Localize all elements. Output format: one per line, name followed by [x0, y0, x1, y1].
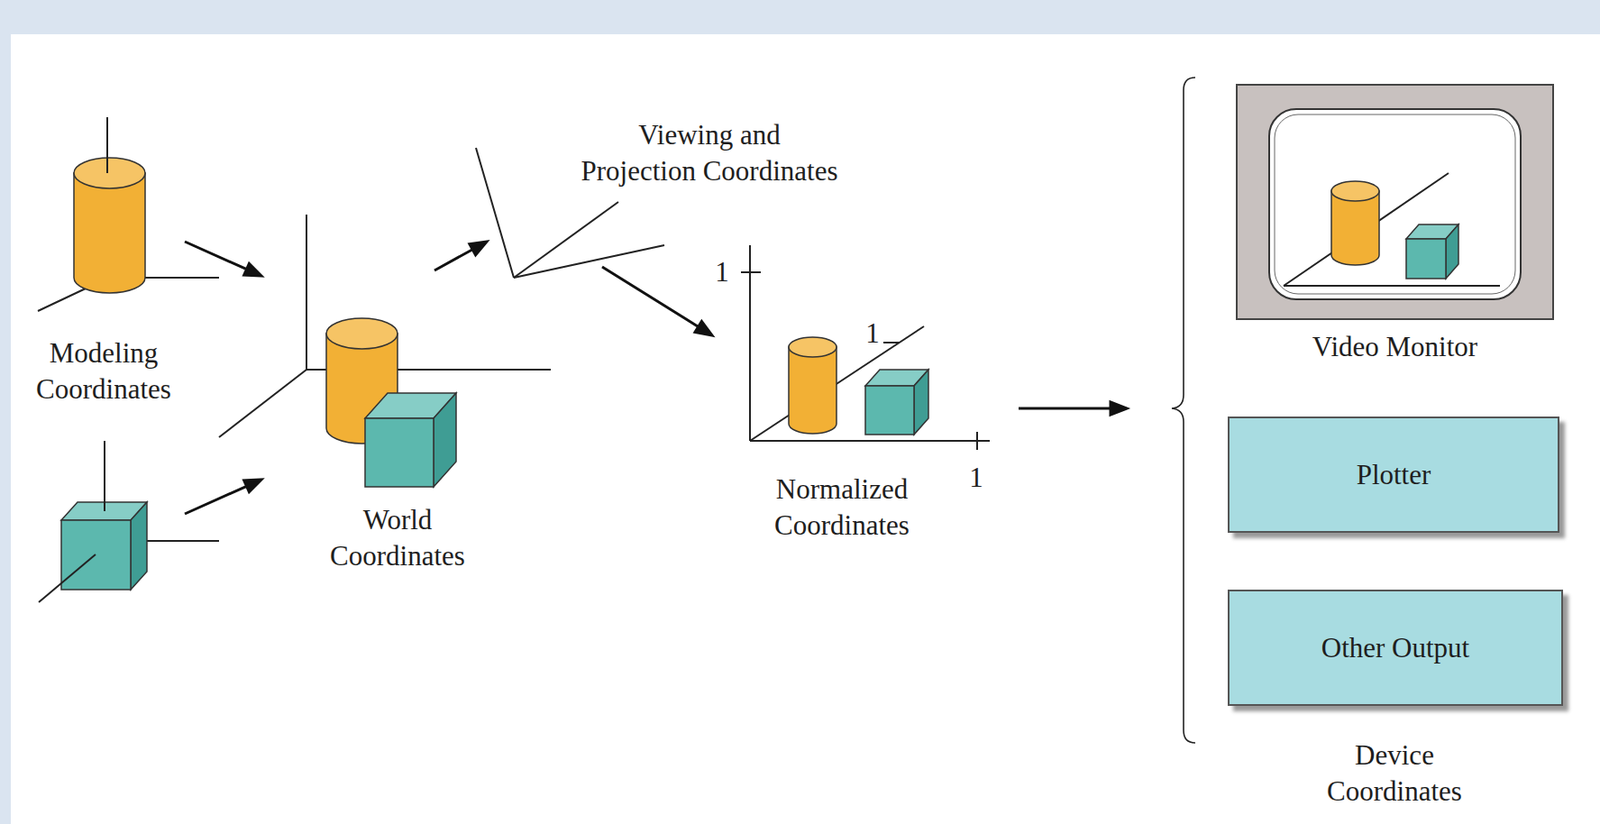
normalized-scene	[740, 245, 990, 450]
axis-tick-label: 1	[962, 459, 990, 496]
stage-caption: Modeling Coordinates	[22, 335, 185, 408]
page-panel	[10, 34, 1600, 824]
stage-caption: Normalized Coordinates	[751, 471, 933, 544]
device-group: Device Coordinates Video MonitorPlotterOt…	[1126, 72, 1578, 812]
modeling-cylinder	[37, 117, 220, 311]
flow-arrow	[184, 479, 262, 514]
stage-group: Viewing and Projection Coordinates	[486, 103, 866, 267]
bracket	[1171, 77, 1196, 743]
device-item: Video Monitor	[1230, 81, 1560, 370]
axis-tick-label: 1	[708, 254, 736, 291]
box-label: Plotter	[1356, 457, 1432, 494]
monitor-picture	[1236, 84, 1554, 320]
box-label: Other Output	[1321, 630, 1470, 667]
stage-group: Modeling Coordinates	[22, 112, 185, 622]
axis-tick-label: 1	[859, 315, 887, 352]
flow-arrow	[184, 241, 262, 276]
device-box: Plotter	[1227, 416, 1560, 533]
stage-group: Normalized Coordinates	[712, 229, 1019, 546]
stage-caption: Video Monitor	[1230, 329, 1560, 366]
stage-caption: Device Coordinates	[1304, 737, 1485, 810]
device-box: Other Output	[1227, 589, 1564, 706]
flow-arrow	[434, 241, 487, 271]
flow-arrow	[602, 266, 713, 336]
stage-caption: World Coordinates	[307, 502, 488, 575]
stage-group: World Coordinates	[261, 270, 523, 577]
stage-caption: Viewing and Projection Coordinates	[578, 117, 841, 190]
modeling-cube	[38, 440, 220, 603]
flow-arrow	[1018, 402, 1127, 415]
world-scene	[219, 214, 551, 487]
